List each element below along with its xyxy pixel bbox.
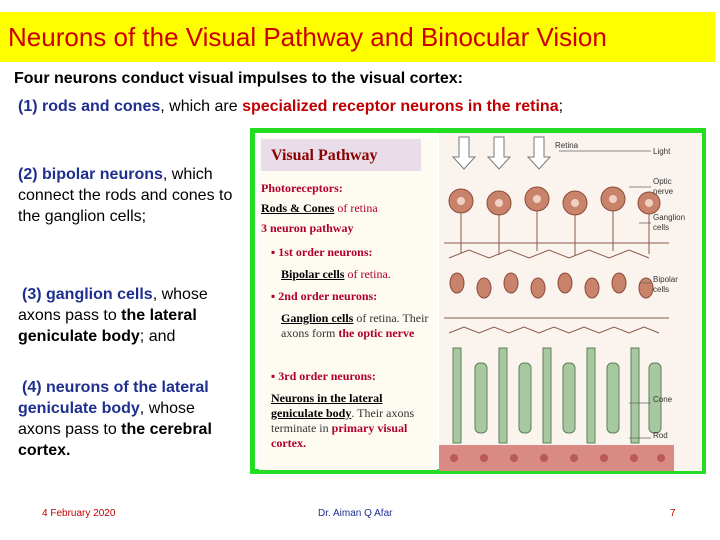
label-ganglion-cells: Ganglion cells: [653, 213, 686, 232]
fig-ganglion-line: Ganglion cells of retina. Their axons fo…: [281, 311, 429, 340]
label-optic-nerve: Optic nerve: [653, 177, 674, 196]
intro-text: Four neurons conduct visual impulses to …: [14, 70, 463, 87]
item2-rest: , which connect the rods and cones to th…: [18, 166, 233, 225]
footer-date: 4 February 2020: [42, 508, 116, 519]
footer-author: Dr. Aiman Q Afar: [318, 508, 393, 519]
item-rods-cones: (1) rods and cones, which are specialize…: [18, 98, 563, 116]
item3-end: ; and: [139, 328, 176, 345]
figure-text-panel: Visual Pathway Photoreceptors: Rods & Co…: [259, 137, 437, 470]
slide-title: Neurons of the Visual Pathway and Binocu…: [8, 22, 607, 52]
fig-neuron-pathway: 3 neuron pathway: [261, 221, 354, 235]
fig-third-order: ▪ 3rd order neurons:: [271, 369, 376, 383]
fig-photoreceptors: Photoreceptors:: [261, 181, 343, 195]
item3-bold: the lateral geniculate body: [18, 307, 197, 345]
fig-second-order: ▪ 2nd order neurons:: [271, 289, 378, 303]
label-bipolar-cells: Bipolar cells: [653, 275, 678, 294]
footer-page-number: 7: [670, 508, 676, 519]
item1-mid: , which are: [160, 98, 243, 115]
title-bar: [0, 12, 715, 62]
item-ganglion: (3) ganglion cells, whose axons pass to …: [18, 284, 238, 347]
figure-title: Visual Pathway: [271, 147, 378, 164]
item4-term: (4) neurons of the lateral geniculate bo…: [18, 379, 209, 417]
item-lgb: (4) neurons of the lateral geniculate bo…: [18, 377, 238, 461]
label-retina: Retina: [555, 141, 579, 150]
fig-lgb-line: Neurons in the lateral geniculate body. …: [271, 391, 415, 450]
item1-desc: specialized receptor neurons in the reti…: [242, 98, 559, 115]
item1-term: rods and cones: [42, 98, 161, 115]
label-light: Light: [653, 147, 671, 156]
label-rod: Rod: [653, 431, 668, 440]
item2-term: (2) bipolar neurons: [18, 166, 163, 183]
visual-pathway-figure: Visual Pathway Photoreceptors: Rods & Co…: [250, 128, 706, 474]
figure-title-box: Visual Pathway: [261, 139, 421, 171]
retina-illustration: [439, 133, 702, 471]
item4-mid: , whose axons pass to: [18, 400, 195, 438]
item4-bold: the cerebral cortex.: [18, 421, 212, 459]
fig-bipolar-line: Bipolar cells of retina.: [281, 267, 391, 281]
item-bipolar: (2) bipolar neurons, which connect the r…: [18, 164, 238, 227]
item1-num: (1): [18, 98, 42, 115]
label-cone: Cone: [653, 395, 673, 404]
item1-end: ;: [558, 98, 564, 115]
fig-first-order: ▪ 1st order neurons:: [271, 245, 373, 259]
item3-term: (3) ganglion cells: [22, 286, 153, 303]
item3-mid: , whose axons pass to: [18, 286, 208, 324]
fig-rods-cones-line: Rods & Cones of retina: [261, 201, 378, 215]
